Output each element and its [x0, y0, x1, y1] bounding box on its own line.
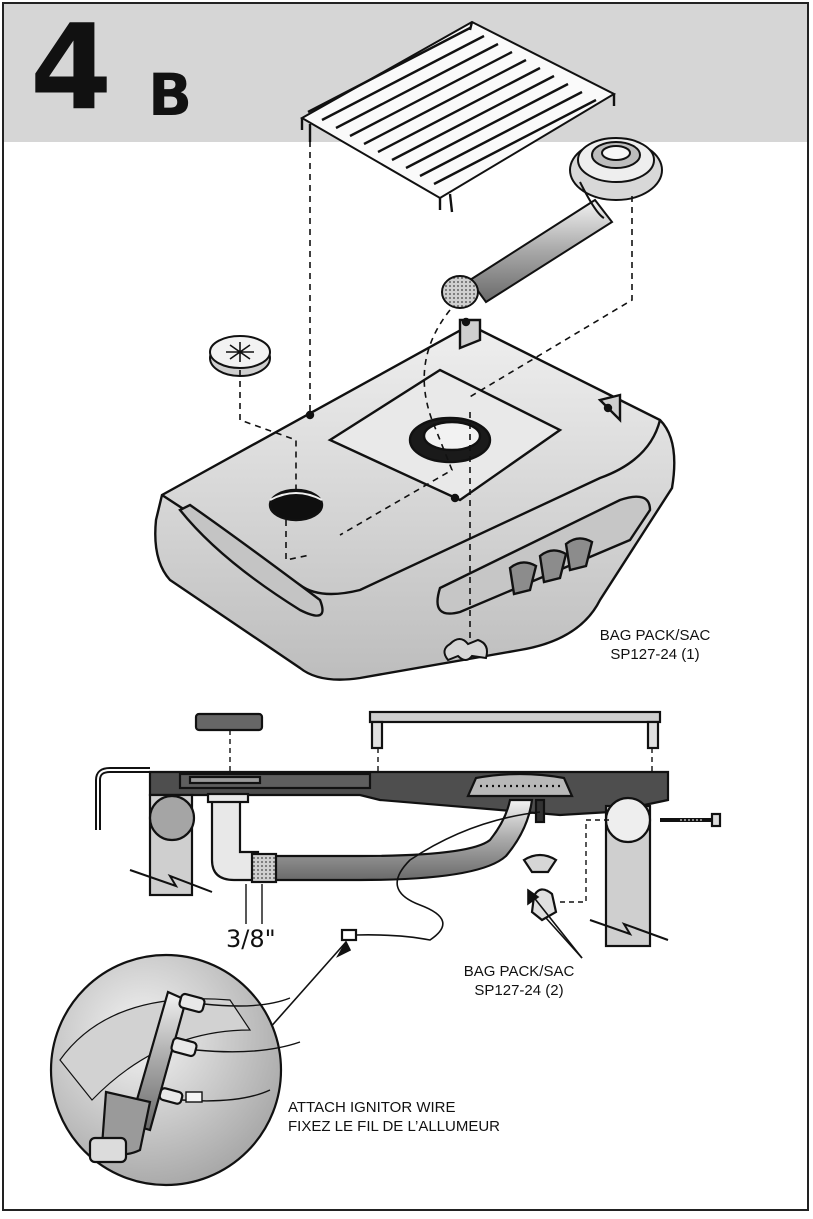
attach-ignitor-label-fr: FIXEZ LE FIL DE L’ALLUMEUR — [288, 1118, 501, 1135]
section-view — [95, 710, 722, 948]
assembly-guide-lines — [239, 130, 633, 640]
step-number: 4 — [30, 0, 112, 136]
cooking-grate — [299, 20, 617, 213]
attach-ignitor-label: ATTACH IGNITOR WIRE FIXEZ LE FIL DE L’AL… — [288, 1098, 500, 1136]
bag-pack-label-1-line1: BAG PACK/SAC — [599, 627, 711, 644]
bag-pack-label-2: BAG PACK/SAC SP127-24 (2) — [444, 962, 594, 1000]
ignitor-detail — [49, 953, 301, 1187]
wing-nut-top — [443, 638, 488, 662]
step-letter: B — [148, 61, 193, 129]
burner-assembly — [441, 137, 663, 309]
attach-ignitor-label-en: ATTACH IGNITOR WIRE — [288, 1099, 456, 1116]
dimension-label: 3/8" — [226, 925, 276, 953]
bag-pack-label-2-line1: BAG PACK/SAC — [463, 963, 575, 980]
bag-pack-label-1-line2: SP127-24 (1) — [610, 646, 700, 663]
bag-pack-label-1: BAG PACK/SAC SP127-24 (1) — [580, 626, 730, 664]
burner-cap — [209, 335, 271, 377]
bag-pack-label-2-line2: SP127-24 (2) — [474, 982, 564, 999]
label-pointers — [267, 888, 583, 1031]
